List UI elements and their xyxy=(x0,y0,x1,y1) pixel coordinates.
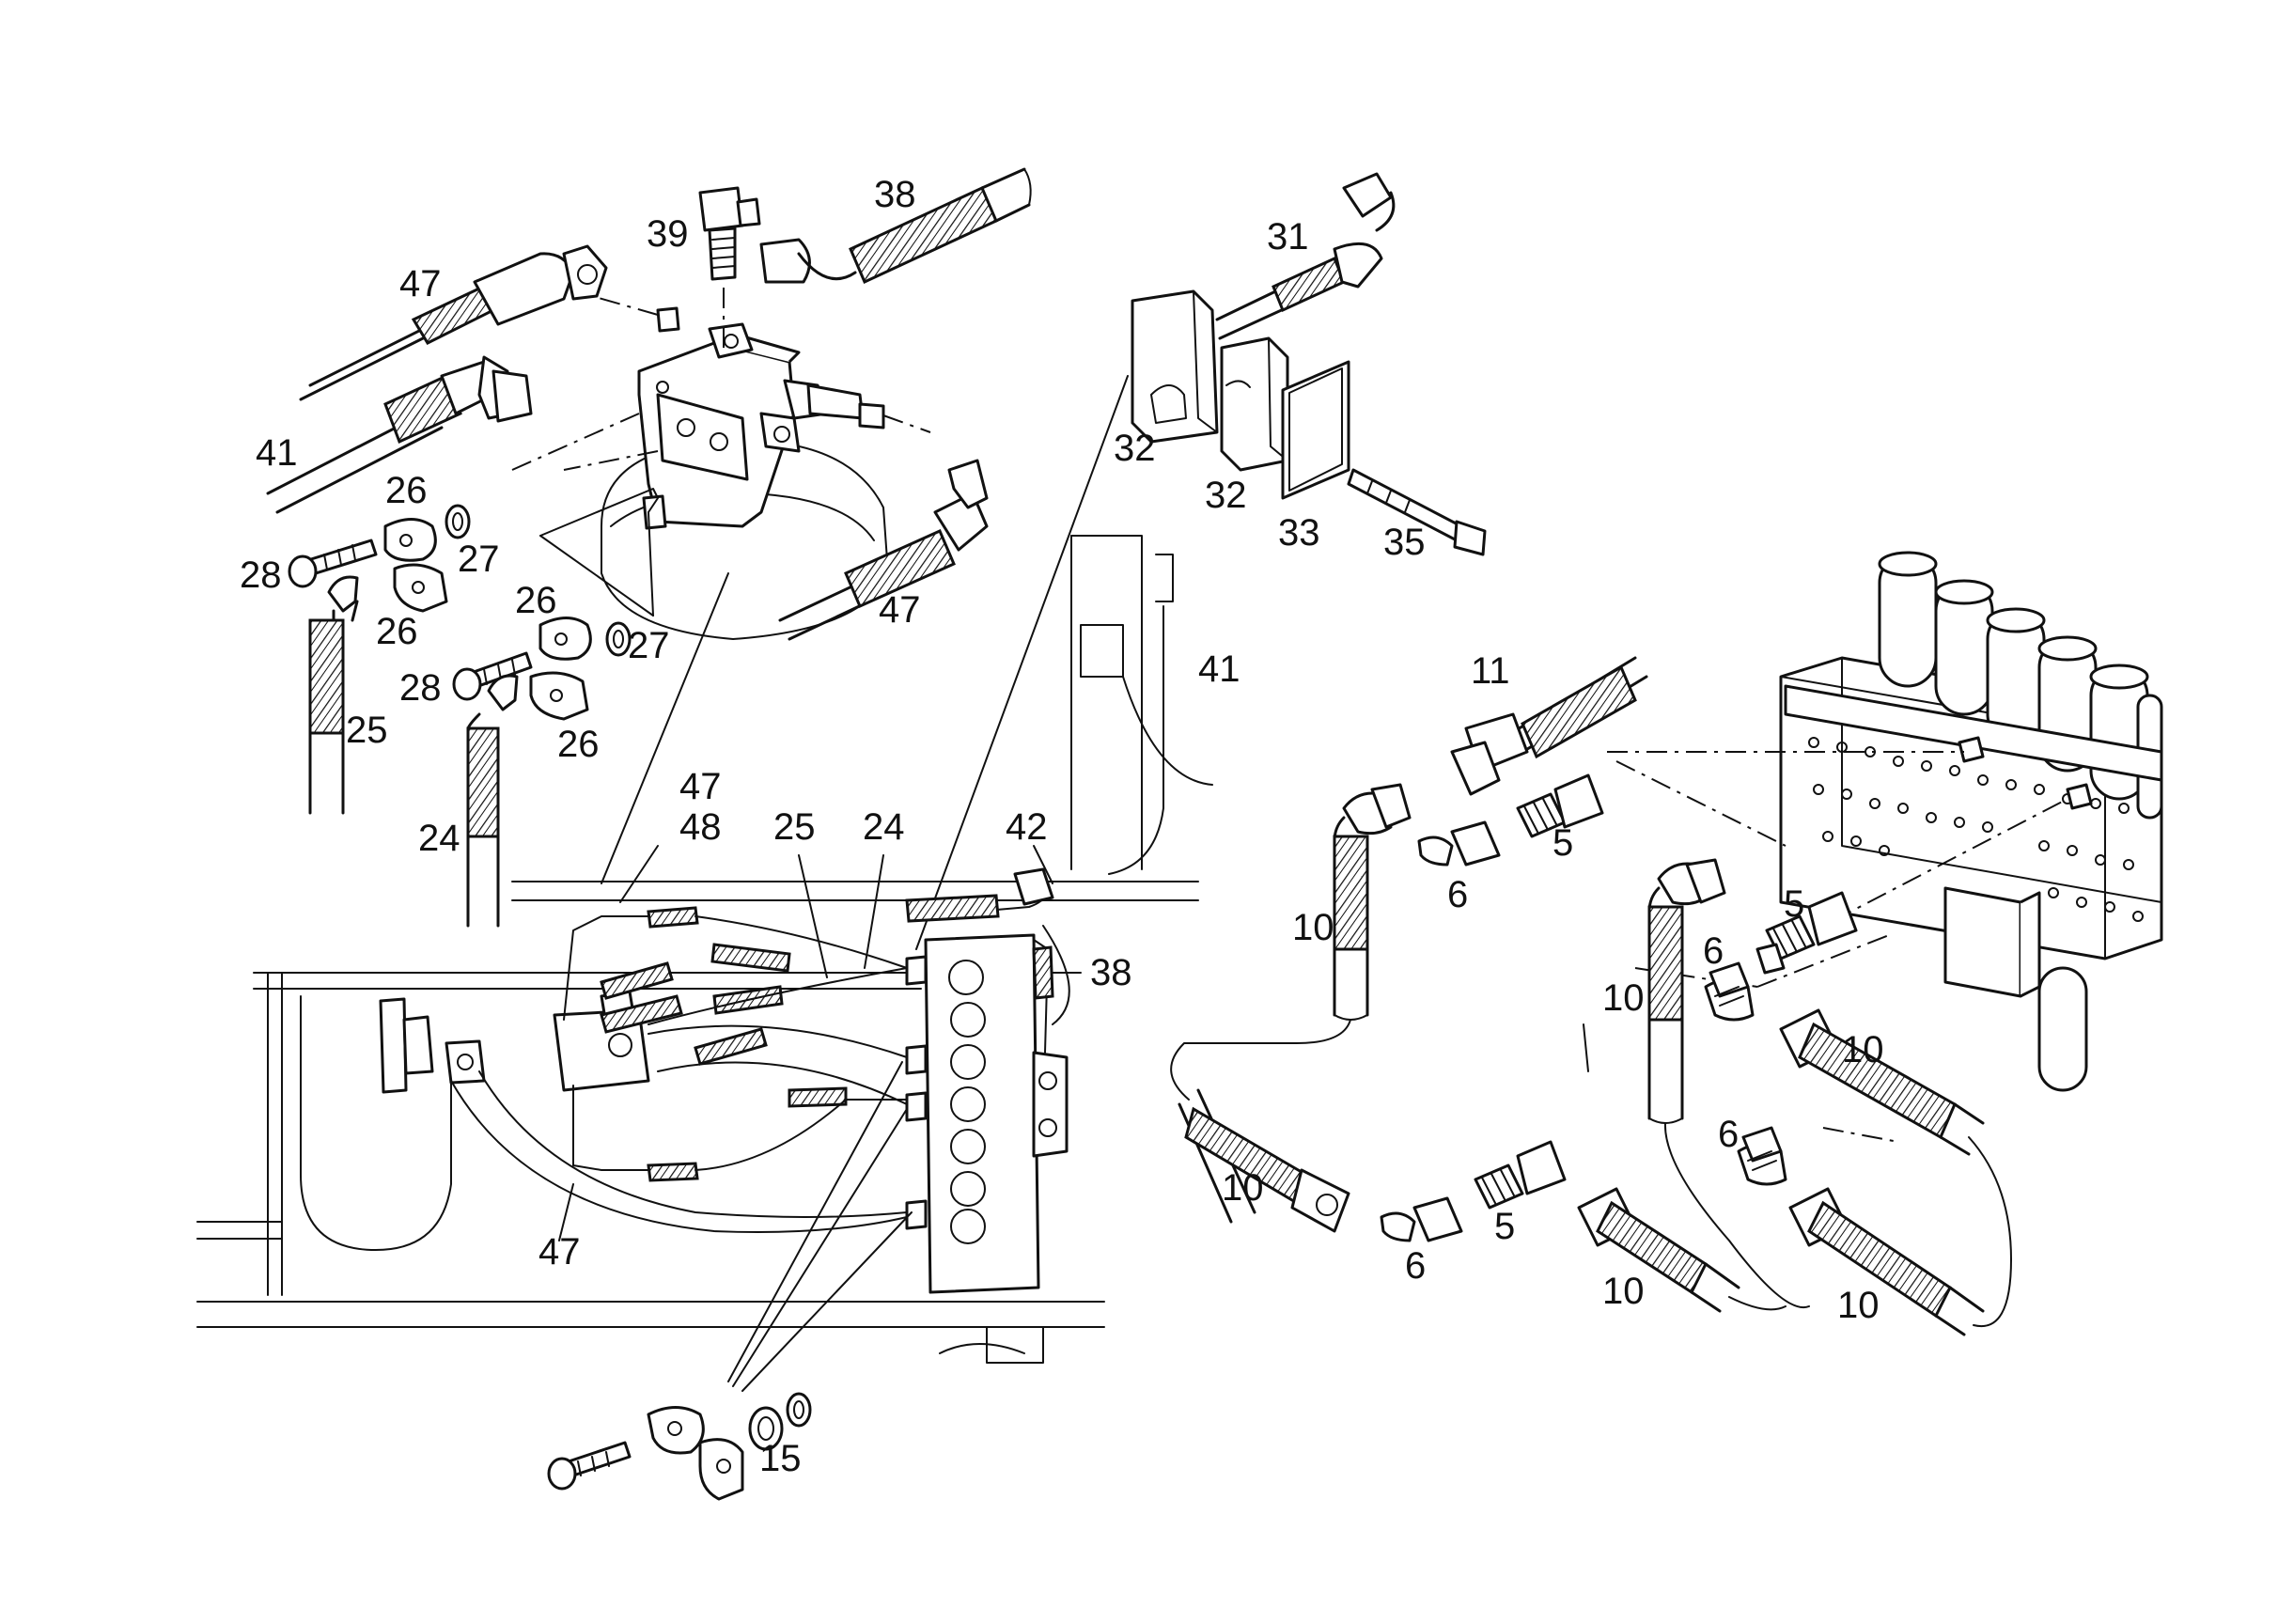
fitting-6-c xyxy=(1737,1126,1787,1186)
fitting-5-c xyxy=(1474,1140,1567,1210)
fitting-6-b xyxy=(1704,961,1755,1022)
label-26-a: 26 xyxy=(385,470,428,511)
label-28-b: 28 xyxy=(399,667,442,709)
label-10-d: 10 xyxy=(1222,1167,1264,1209)
hose-10-a xyxy=(1333,783,1412,1021)
label-41-right: 41 xyxy=(1198,648,1240,690)
label-11: 11 xyxy=(1471,650,1510,692)
label-41-upper: 41 xyxy=(256,432,298,474)
fitting-6-a xyxy=(1417,820,1501,867)
label-26-b: 26 xyxy=(376,611,418,652)
label-10-f: 10 xyxy=(1837,1285,1880,1326)
label-47-upper: 47 xyxy=(399,263,442,304)
fitting-6-d xyxy=(1380,1196,1463,1242)
label-10-a: 10 xyxy=(1292,907,1334,948)
label-27-b: 27 xyxy=(628,625,670,666)
hose-25-vertical xyxy=(308,575,359,815)
hose-10-d xyxy=(1779,1008,1985,1156)
fitting-39 xyxy=(698,186,761,281)
label-26-d: 26 xyxy=(557,724,600,765)
label-15: 15 xyxy=(759,1438,802,1479)
clamp-block-32-upper xyxy=(1131,289,1219,444)
central-hose-bundle xyxy=(450,867,1070,1233)
label-32-a: 32 xyxy=(1114,428,1156,469)
label-5-a: 5 xyxy=(1552,822,1573,864)
label-25-center: 25 xyxy=(773,806,816,848)
hose-10-e xyxy=(1577,1187,1740,1313)
label-33: 33 xyxy=(1278,512,1320,554)
hose-10-c xyxy=(1647,858,1726,1124)
label-25-upper: 25 xyxy=(346,710,388,751)
label-6-c: 6 xyxy=(1718,1114,1739,1155)
swivel-motor-assembly xyxy=(511,282,931,884)
flange-set-15 xyxy=(547,1392,812,1501)
bolt-35 xyxy=(1347,468,1487,556)
hose-10-f xyxy=(1788,1187,1985,1336)
label-24-upper: 24 xyxy=(418,818,460,859)
label-42: 42 xyxy=(1006,806,1048,848)
hose-47-upper xyxy=(299,244,608,401)
label-31: 31 xyxy=(1267,216,1309,258)
label-38-upper: 38 xyxy=(874,174,916,215)
label-28-a: 28 xyxy=(240,554,282,596)
label-10-b: 10 xyxy=(1602,977,1645,1019)
label-10-e: 10 xyxy=(1602,1271,1645,1312)
hose-41-upper xyxy=(266,355,533,514)
label-47-right: 47 xyxy=(879,589,921,631)
hose-41-route xyxy=(1108,605,1164,875)
hose-24-vertical xyxy=(466,674,519,928)
label-38-center: 38 xyxy=(1090,952,1132,993)
label-47-lower: 47 xyxy=(538,1231,581,1273)
lower-left-valve xyxy=(379,997,486,1094)
label-48: 48 xyxy=(679,806,722,848)
hose-10-b xyxy=(1178,1088,1350,1233)
label-27-a: 27 xyxy=(458,539,500,580)
label-5-c: 5 xyxy=(1494,1206,1515,1247)
leaders-central xyxy=(558,845,1082,1392)
label-5-b: 5 xyxy=(1784,883,1804,925)
right-hose-routing xyxy=(1170,1019,2012,1328)
control-valve-bank xyxy=(1607,551,2163,1143)
hose-38-upper xyxy=(759,167,1032,285)
label-6-d: 6 xyxy=(1405,1245,1426,1287)
clamp-block-32-lower xyxy=(1220,336,1289,472)
cover-plate-33 xyxy=(1281,360,1350,500)
fitting-5-b xyxy=(1755,891,1858,975)
hose-11 xyxy=(1450,656,1648,796)
fitting-5-a xyxy=(1516,773,1604,838)
label-26-c: 26 xyxy=(515,580,557,621)
hose-31 xyxy=(1215,172,1396,340)
label-6-b: 6 xyxy=(1703,930,1724,972)
label-35: 35 xyxy=(1383,522,1426,563)
distributor-block xyxy=(905,933,1069,1294)
label-32-b: 32 xyxy=(1205,475,1247,516)
label-10-c: 10 xyxy=(1842,1029,1884,1070)
label-47-center: 47 xyxy=(679,766,722,807)
label-24-center: 24 xyxy=(863,806,905,848)
flange-set-lower xyxy=(452,617,632,721)
hose-47-right xyxy=(778,459,989,641)
machine-frame xyxy=(196,535,1213,1364)
callout-labels: 38 39 47 41 26 27 28 26 25 26 27 28 26 2… xyxy=(240,174,1884,1479)
label-39: 39 xyxy=(647,213,689,255)
label-6-a: 6 xyxy=(1447,874,1468,915)
flange-set-upper xyxy=(288,504,471,613)
leader-32-to-block xyxy=(915,375,1129,950)
